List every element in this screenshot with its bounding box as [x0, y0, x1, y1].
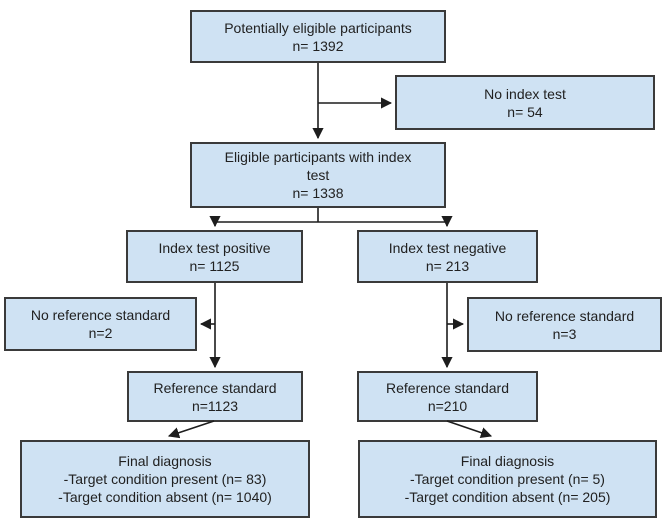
node-line: Final diagnosis: [118, 453, 212, 469]
arrow-to-final-diagnosis-right: [446, 420, 493, 439]
node-count: n=3: [552, 325, 577, 342]
node-reference-standard-left: Reference standard n=1123: [127, 371, 303, 422]
node-potentially-eligible-participants: Potentially eligible participants n= 139…: [190, 10, 446, 63]
node-line: -Target condition present (n= 5): [410, 471, 605, 487]
node-count: n= 54: [507, 103, 543, 120]
node-line: No index test: [484, 85, 566, 102]
node-line: No reference standard: [30, 307, 171, 323]
node-line: Potentially eligible participants: [224, 19, 412, 36]
node-line: Reference standard: [153, 379, 277, 396]
node-count: n= 1338: [292, 185, 344, 201]
node-count: n=210: [427, 397, 468, 414]
node-line: Eligible participants with index: [224, 149, 412, 165]
node-final-diagnosis-left: Final diagnosis -Target condition presen…: [20, 440, 310, 518]
node-line: -Target condition present (n= 83): [63, 471, 267, 487]
node-count: n= 1125: [189, 257, 240, 274]
node-final-diagnosis-right: Final diagnosis -Target condition presen…: [358, 440, 657, 518]
node-line: test: [306, 167, 330, 183]
node-eligible-participants-with-index-test: Eligible participants with index test n=…: [190, 142, 446, 208]
node-count: n= 213: [425, 257, 470, 274]
node-line: -Target condition absent (n= 1040): [58, 489, 272, 505]
node-no-reference-standard-left: No reference standard n=2: [4, 297, 197, 351]
node-line: Index test positive: [158, 239, 271, 256]
node-index-test-negative: Index test negative n= 213: [357, 230, 538, 283]
node-line: No reference standard: [494, 307, 635, 324]
node-line: -Target condition absent (n= 205): [404, 489, 611, 505]
node-line: Final diagnosis: [460, 453, 555, 469]
node-reference-standard-right: Reference standard n=210: [357, 371, 538, 422]
node-count: n=2: [88, 325, 113, 341]
node-count: n=1123: [191, 397, 239, 414]
node-line: Reference standard: [386, 379, 509, 396]
node-index-test-positive: Index test positive n= 1125: [126, 230, 303, 283]
node-line: Index test negative: [388, 239, 507, 256]
node-no-reference-standard-right: No reference standard n=3: [467, 297, 662, 352]
arrow-to-final-diagnosis-left: [167, 420, 215, 439]
node-no-index-test: No index test n= 54: [395, 75, 655, 130]
node-count: n= 1392: [292, 37, 344, 54]
